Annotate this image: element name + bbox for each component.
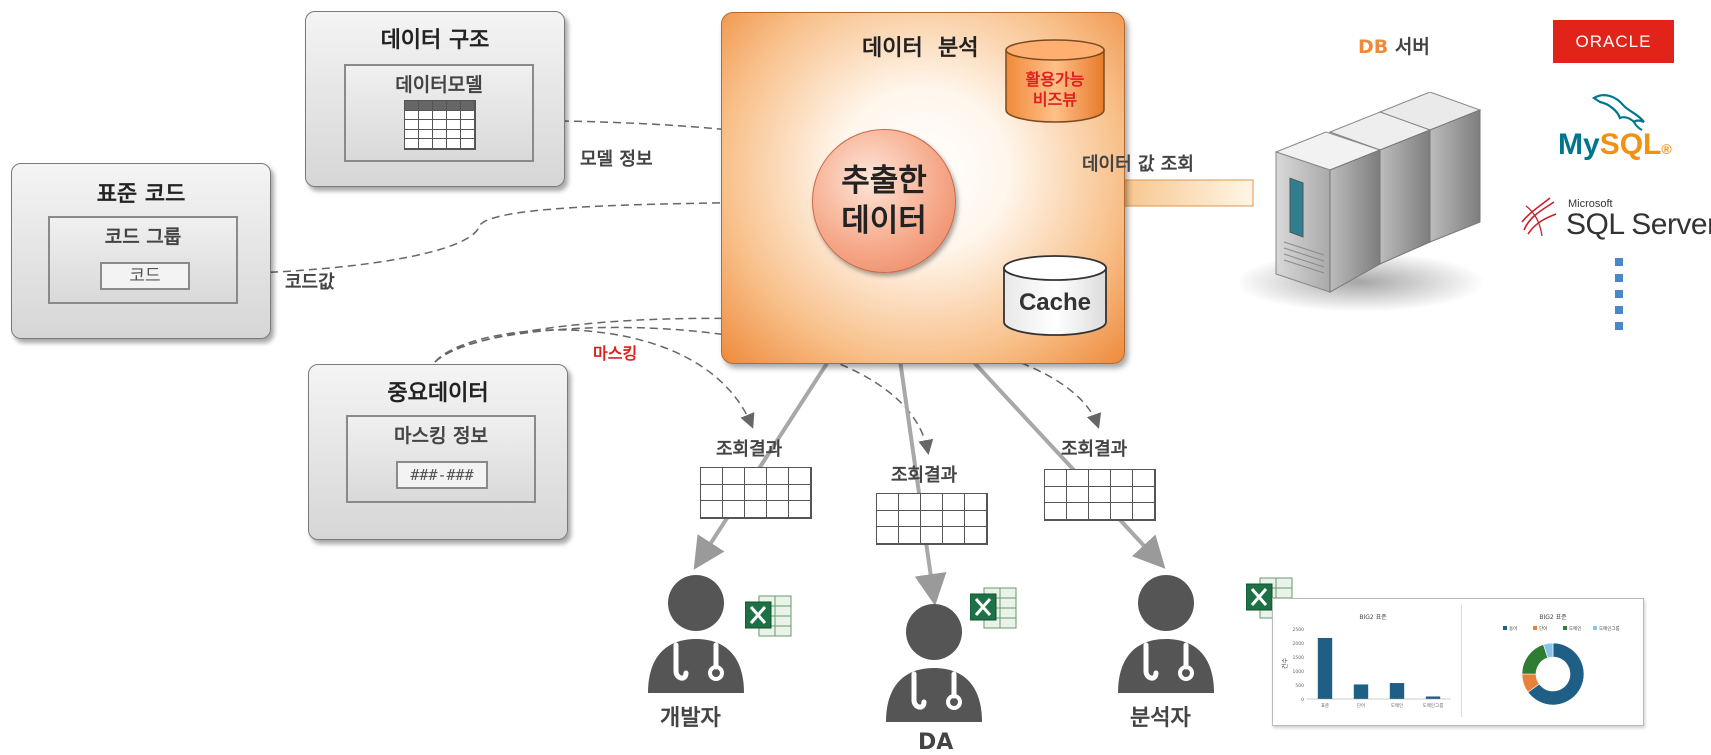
data-analysis-title: 데이터 분석 — [862, 36, 979, 61]
report-y-tick: 500 — [1295, 683, 1304, 689]
report-y-tick: 1000 — [1293, 669, 1305, 675]
oracle-text: ORACLE — [1575, 31, 1652, 51]
report-donut-slice — [1543, 642, 1554, 659]
extracted-data-line2: 데이터 — [841, 203, 927, 239]
cache-label: Cache — [1018, 289, 1092, 316]
code-group-box: 코드 그룹 코드 — [48, 216, 238, 304]
report-bar — [1389, 683, 1405, 699]
result-table-2 — [876, 493, 988, 545]
report-legend-swatch — [1533, 626, 1537, 630]
masking-label: 마스킹 — [593, 344, 638, 363]
biz-view-label-1: 활용가능 — [1025, 70, 1085, 89]
role-da: DA — [918, 730, 954, 755]
report-y-axis-label: 건수 — [1281, 657, 1289, 669]
result-label-1: 조회결과 — [716, 439, 783, 460]
report-legend-label: 단어 — [1539, 625, 1547, 632]
code-value-arrow — [191, 193, 833, 275]
more-vendors-dots — [1615, 258, 1623, 330]
report-bar-title: BIG2 표준 — [1359, 614, 1387, 621]
report-legend-swatch — [1593, 626, 1597, 630]
mysql-sql: SQL — [1599, 128, 1662, 161]
report-legend-label: 용어 — [1509, 625, 1517, 632]
report-donut-chart: BIG2 표준 용어 단어 도메인 도메인그룹 — [1503, 614, 1620, 706]
sql-server-icon — [1521, 197, 1557, 237]
mysql-logo: MySQL® — [1558, 128, 1672, 161]
excel-icon-da — [970, 587, 1017, 629]
report-y-tick: 2500 — [1293, 627, 1305, 633]
biz-view-cylinder — [1005, 39, 1105, 123]
result-label-3: 조회결과 — [1061, 439, 1128, 460]
db-servers-icon — [1240, 92, 1485, 312]
code-box: 코드 — [100, 262, 190, 290]
report-donut-slice — [1521, 644, 1549, 675]
masking-info-title: 마스킹 정보 — [393, 425, 488, 447]
data-structure-title: 데이터 구조 — [380, 28, 490, 53]
result-table-1 — [700, 467, 812, 519]
db-label: DB — [1358, 36, 1389, 58]
report-y-tick: 1500 — [1293, 655, 1305, 661]
report-bar — [1425, 696, 1441, 699]
data-model-box: 데이터모델 — [344, 64, 534, 162]
mask-pattern-box: ###-### — [396, 461, 488, 489]
mssql-label: SQL Server — [1566, 208, 1711, 241]
report-y-tick: 0 — [1301, 697, 1304, 703]
report-bar-category: 단어 — [1357, 702, 1365, 709]
analyst-user-icon — [1118, 575, 1214, 693]
data-model-title: 데이터모델 — [395, 74, 483, 96]
report-bar-category: 도메인그룹 — [1423, 702, 1444, 709]
server-label: 서버 — [1394, 36, 1430, 58]
code-value-label: 코드값 — [285, 272, 335, 293]
mysql-dolphin-icon — [1591, 94, 1645, 131]
query-label: 데이터 값 조회 — [1082, 154, 1194, 175]
extracted-data-orb: 추출한 데이터 — [812, 129, 956, 273]
report-bar-category: 표준 — [1321, 703, 1329, 709]
report-legend-label: 도메인그룹 — [1599, 625, 1620, 632]
code-group-title: 코드 그룹 — [104, 226, 182, 248]
extracted-data-line1: 추출한 — [841, 163, 927, 199]
report-bar — [1317, 637, 1333, 699]
data-structure-panel: 데이터 구조 데이터모델 — [305, 11, 565, 187]
role-analyst: 분석자 — [1130, 706, 1191, 731]
da-user-icon — [886, 604, 982, 722]
report-donut-slice — [1527, 642, 1585, 706]
result-label-2: 조회결과 — [891, 465, 958, 486]
role-developer: 개발자 — [660, 706, 721, 731]
oracle-logo: ORACLE — [1553, 20, 1674, 63]
mssql-microsoft-label: Microsoft — [1568, 198, 1613, 210]
report-donut-title: BIG2 표준 — [1539, 614, 1567, 621]
masking-arrow-1 — [434, 329, 755, 429]
report-legend-swatch — [1563, 626, 1567, 630]
cache-cylinder — [1003, 255, 1107, 336]
excel-icon-developer — [745, 595, 792, 637]
important-data-title: 중요데이터 — [387, 381, 489, 406]
standard-code-title: 표준 코드 — [96, 182, 186, 207]
biz-view-label-2: 비즈뷰 — [1032, 90, 1078, 109]
result-table-3 — [1044, 469, 1156, 521]
data-model-table-icon — [404, 100, 476, 150]
report-bar-category: 도메인 — [1391, 702, 1403, 709]
important-data-panel: 중요데이터 마스킹 정보 ###-### — [308, 364, 568, 540]
model-info-label: 모델 정보 — [580, 149, 653, 170]
report-legend-swatch — [1503, 626, 1507, 630]
developer-user-icon — [648, 575, 744, 693]
mysql-my: My — [1558, 128, 1600, 161]
standard-code-panel: 표준 코드 코드 그룹 코드 — [11, 163, 271, 339]
db-server-label: DB 서버 — [1358, 32, 1430, 59]
report-bar — [1353, 684, 1369, 699]
masking-info-box: 마스킹 정보 ###-### — [346, 415, 536, 503]
report-legend-label: 도메인 — [1569, 625, 1581, 632]
report-y-tick: 2000 — [1293, 641, 1305, 647]
report-bar-chart: BIG2 표준 건수 2500 2000 1500 1000 500 0 표준 단어 도메인 도… — [1281, 614, 1451, 709]
